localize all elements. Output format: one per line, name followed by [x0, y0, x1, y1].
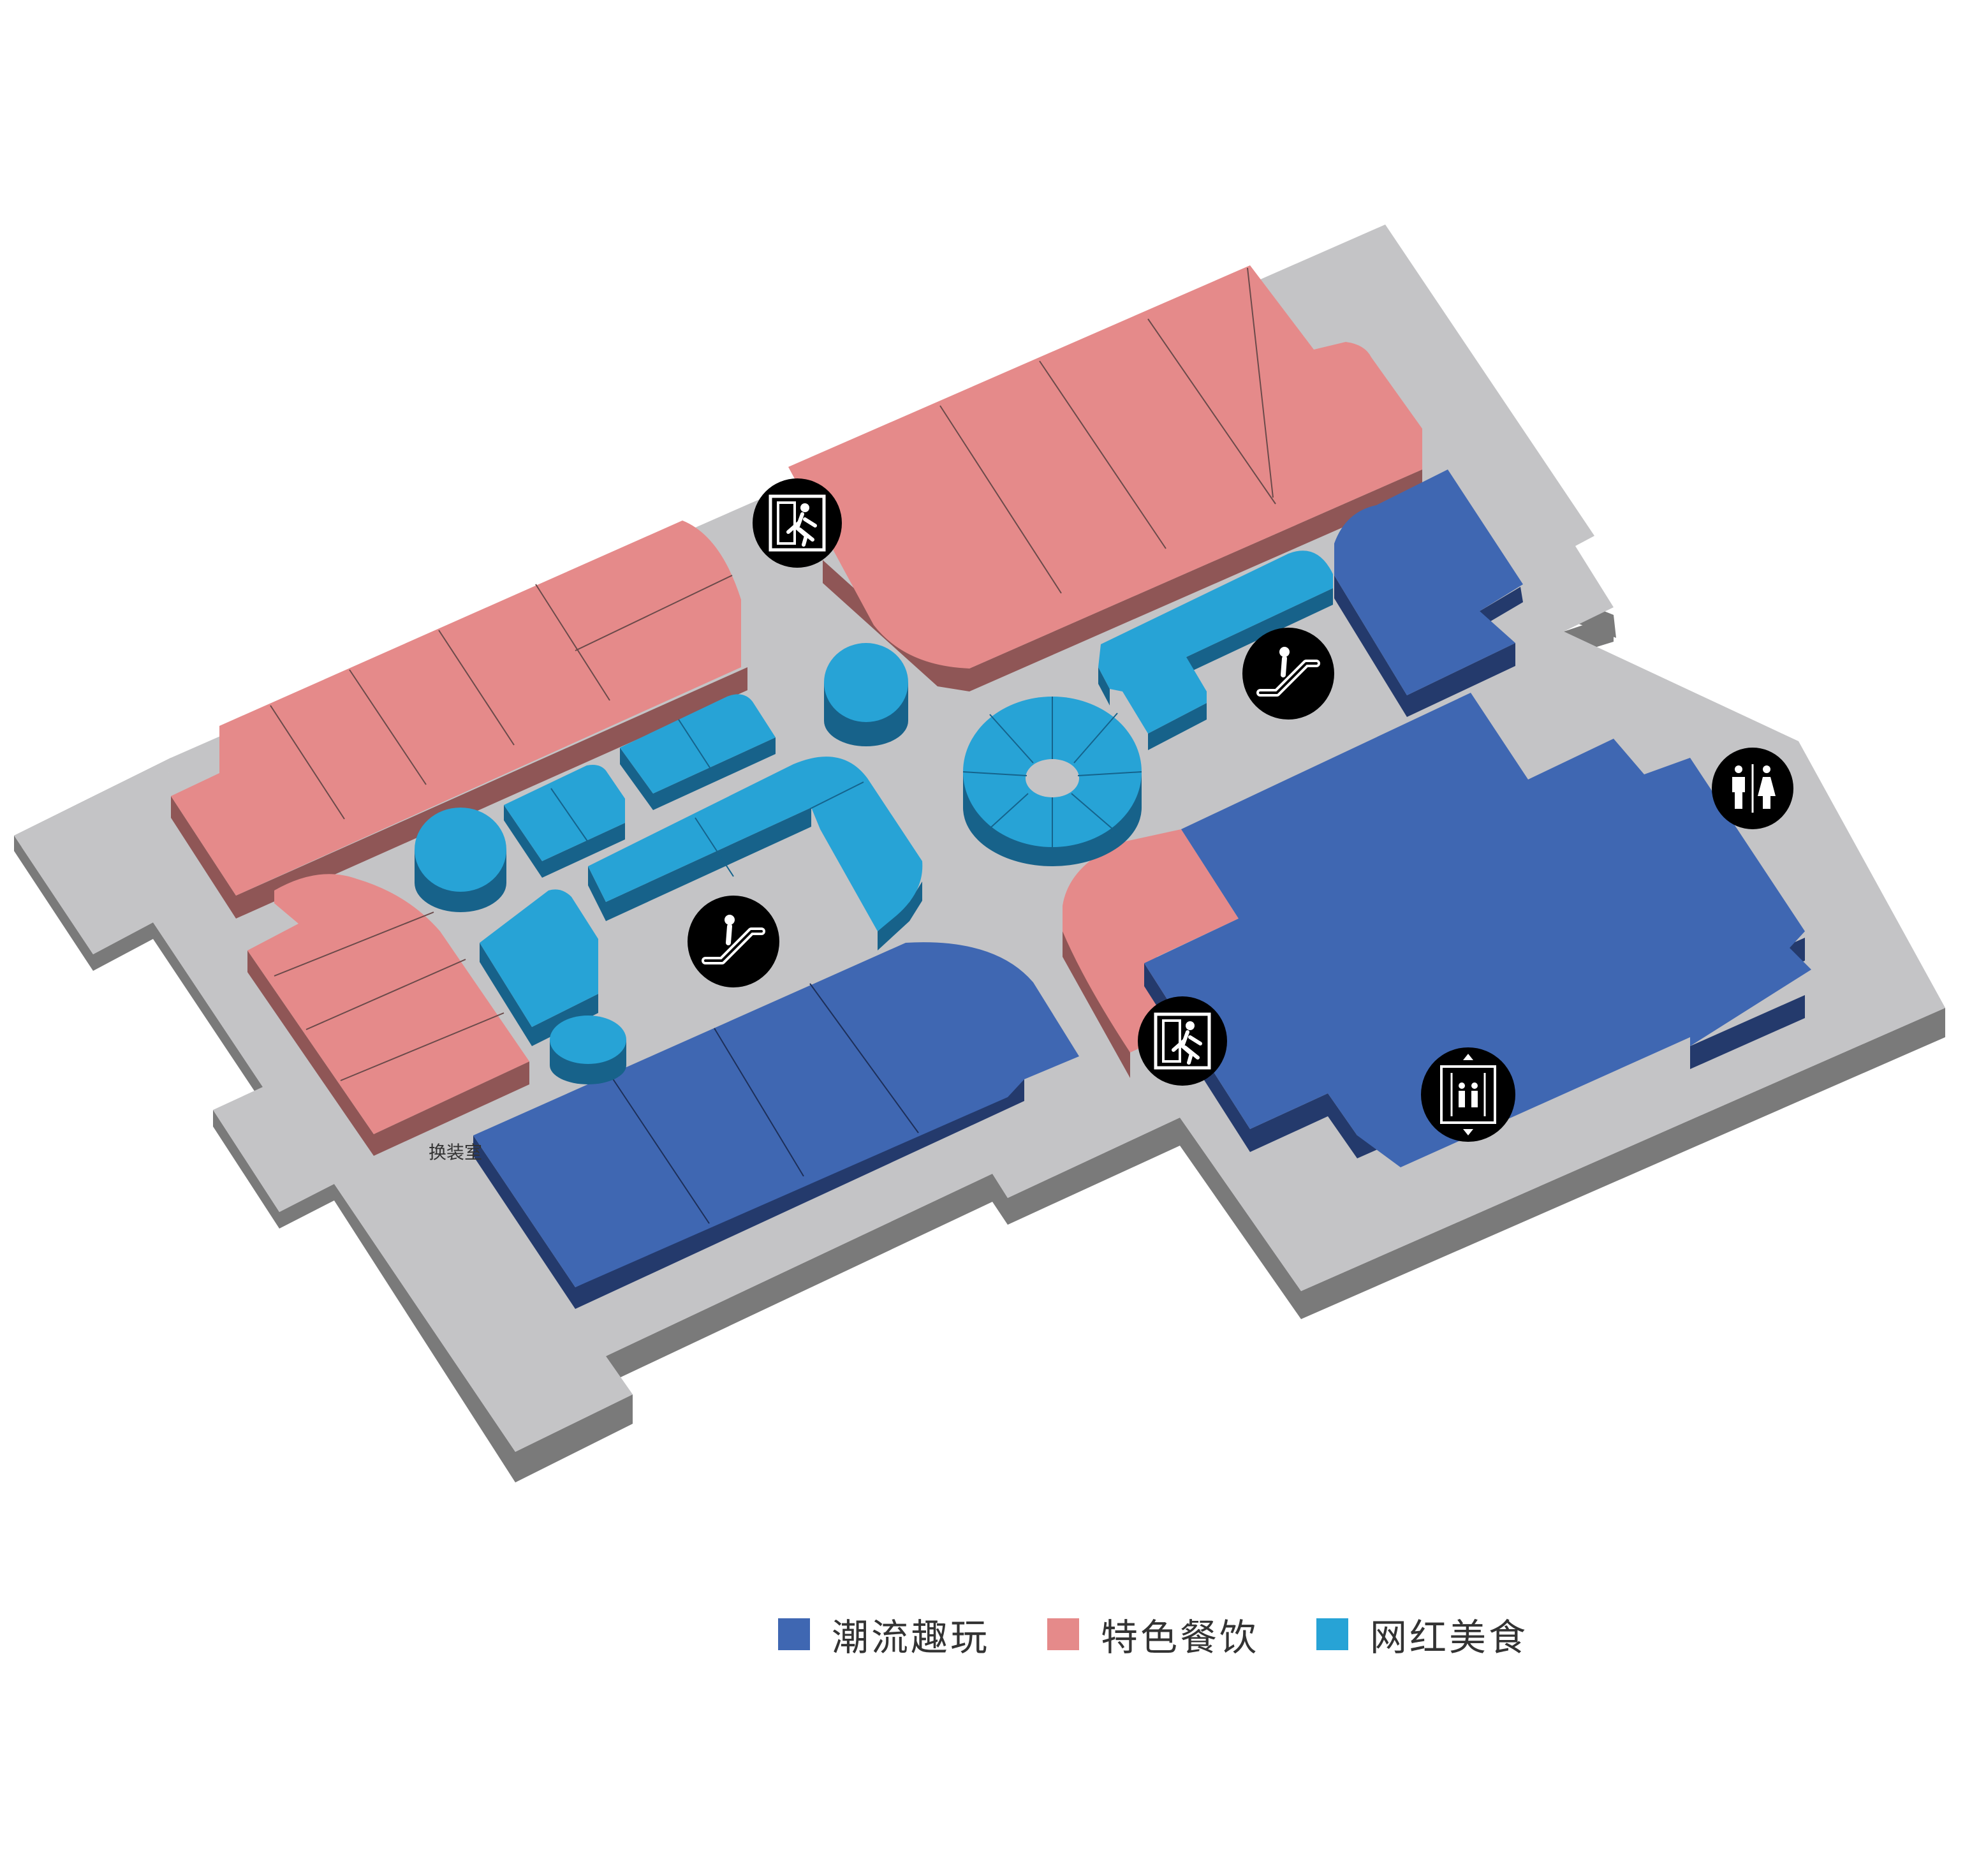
kiosk-cyan-l-shape-center[interactable]	[588, 757, 923, 950]
restroom-icon[interactable]	[1712, 748, 1793, 829]
legend-item-popular-food: 网红美食	[1316, 1607, 1528, 1661]
kiosk-cyan-rect-south-west[interactable]	[480, 889, 598, 1046]
legend-label: 潮流趣玩	[832, 1616, 990, 1659]
legend-swatch-blue	[778, 1618, 810, 1650]
elevator-icon[interactable]	[1421, 1047, 1515, 1142]
kiosk-cyan-round-south[interactable]	[550, 1016, 626, 1084]
legend-swatch-cyan	[1316, 1618, 1349, 1650]
shop-block-pink-north-west[interactable]	[171, 521, 747, 919]
legend-item-trend-play: 潮流趣玩	[778, 1607, 990, 1661]
escalator-icon[interactable]	[688, 896, 779, 987]
emergency-exit-icon[interactable]	[1138, 996, 1227, 1086]
shop-block-blue-south[interactable]	[473, 942, 1079, 1309]
kiosk-cyan-round-west[interactable]	[415, 808, 506, 912]
legend-label: 特色餐饮	[1101, 1616, 1260, 1659]
kiosk-cyan-round-north[interactable]	[824, 643, 908, 746]
shop-block-pink-west[interactable]	[247, 874, 529, 1156]
legend-swatch-pink	[1047, 1618, 1080, 1650]
legend-label: 网红美食	[1370, 1616, 1529, 1659]
kiosk-cyan-l-shape-north-east[interactable]	[1098, 550, 1333, 750]
emergency-exit-icon[interactable]	[753, 478, 842, 568]
shop-block-blue-north-east[interactable]	[1334, 469, 1523, 717]
kiosk-cyan-small-pair-west[interactable]	[504, 765, 625, 878]
shop-block-pink-center[interactable]	[1063, 829, 1239, 1078]
escalator-icon[interactable]	[1242, 628, 1334, 720]
legend: 潮流趣玩 特色餐饮 网红美食	[778, 1607, 1586, 1661]
room-label-changing-room: 换装室	[429, 1142, 482, 1163]
shop-block-pink-north-east[interactable]	[788, 265, 1422, 691]
kiosk-cyan-ring[interactable]	[962, 697, 1142, 866]
legend-item-featured-dining: 特色餐饮	[1047, 1607, 1259, 1661]
kiosk-cyan-pair-north[interactable]	[620, 694, 776, 810]
